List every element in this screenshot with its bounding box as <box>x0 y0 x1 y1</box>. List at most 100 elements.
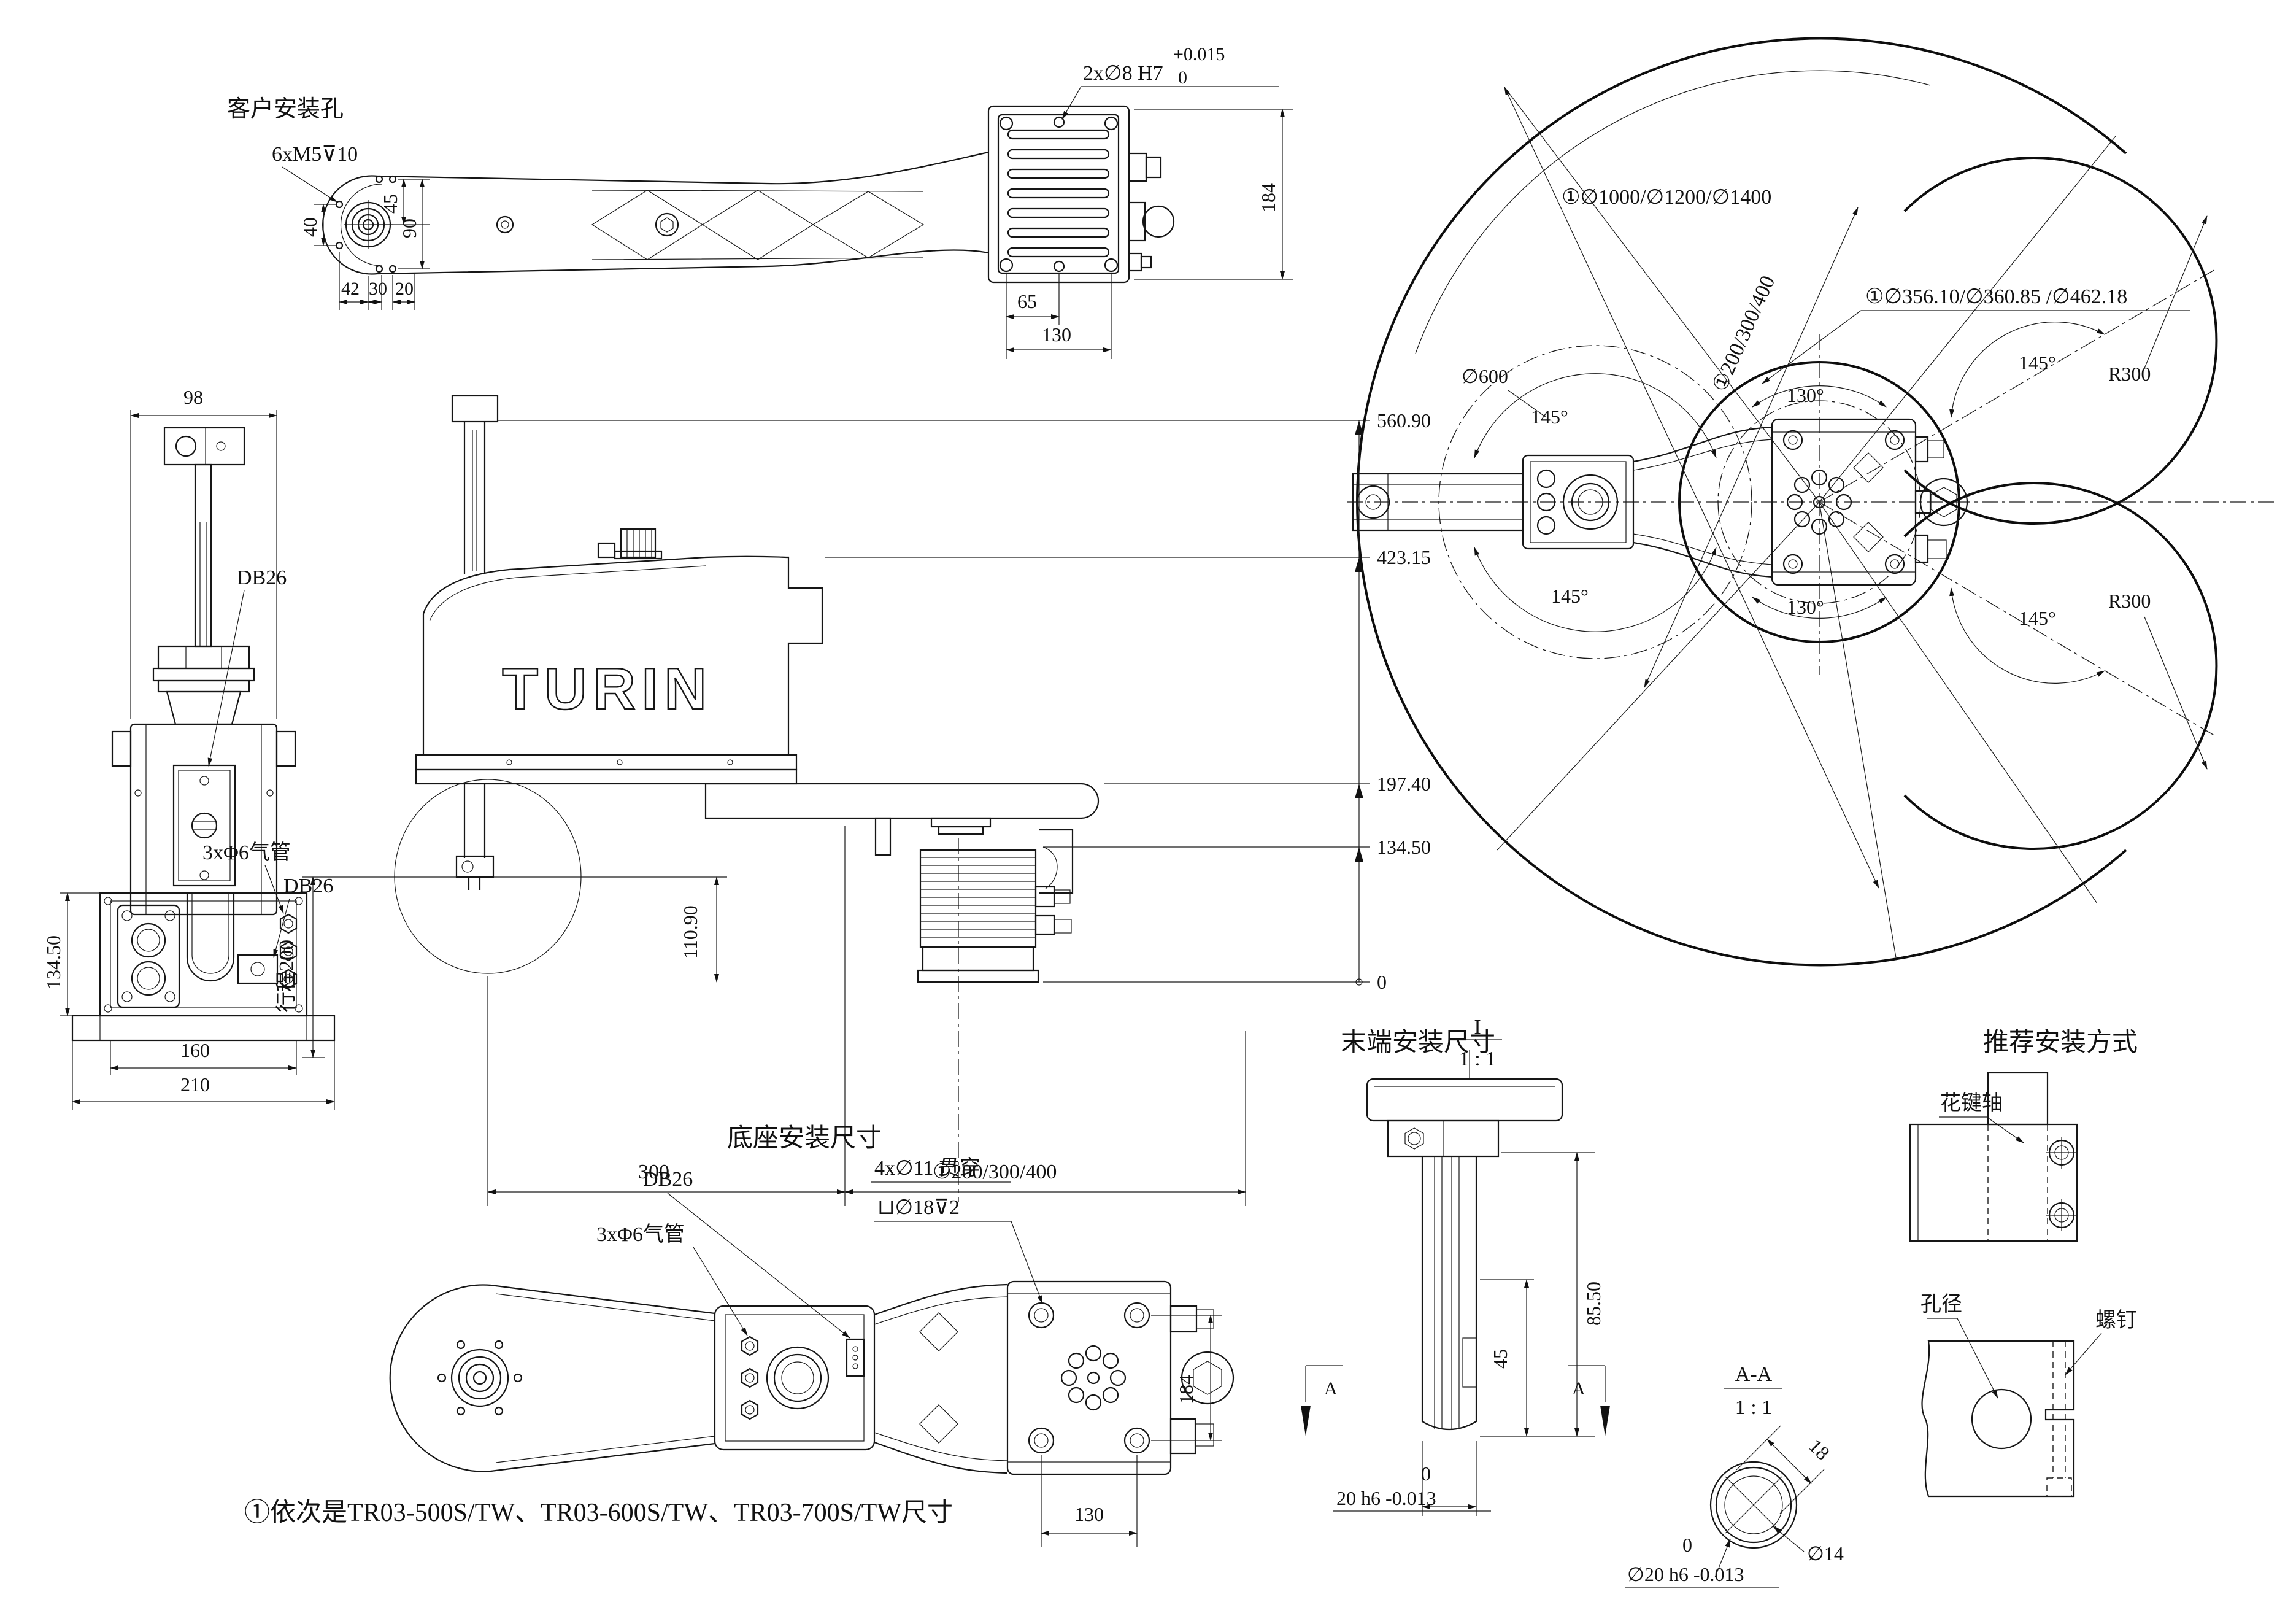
brand-logo: TURIN <box>502 656 712 722</box>
dim-45: 45 <box>379 194 401 214</box>
hole-leader <box>1061 86 1279 120</box>
envelope-lower-lobe <box>1903 482 2218 850</box>
height-dims: 560.90 423.15 197.40 134.50 0 <box>498 409 1431 993</box>
dim-link1-front: ①200/300/400 <box>933 1161 1057 1183</box>
install-clamp-lower <box>1921 1340 2075 1498</box>
dim-42: 42 <box>341 279 360 299</box>
link1-label: ①200/300/400 <box>1708 273 1779 395</box>
dim-40: 40 <box>299 217 321 237</box>
angle-145-bottom-right: 145° <box>2019 607 2056 629</box>
section-marker-a-right: A <box>1572 1378 1585 1399</box>
detail-circle-I <box>394 779 582 974</box>
hole-callout: 2x∅8 H7 <box>1083 62 1163 85</box>
detail-scale: 1 : 1 <box>1459 1048 1496 1070</box>
dim-98: 98 <box>183 386 203 408</box>
dim-423-15: 423.15 <box>1377 546 1431 568</box>
section-scale: 1 : 1 <box>1735 1396 1772 1419</box>
workspace-robot <box>1352 418 1968 586</box>
dim-65: 65 <box>1017 290 1037 312</box>
dim-18: 18 <box>1805 1434 1834 1464</box>
flange-holes <box>999 116 1119 273</box>
side-base <box>71 892 336 1042</box>
bottom-hub <box>437 1340 523 1416</box>
arm-hub <box>335 175 397 273</box>
dim-dia20: ∅20 h6 -0.013 <box>1627 1563 1744 1585</box>
shaft-top-block <box>451 395 499 423</box>
view-install: 推荐安装方式 花键轴 孔径 螺钉 <box>1909 1029 2138 1498</box>
section-markers: A A <box>1301 1365 1610 1436</box>
air-tube-label-bottom: 3xΦ6气管 <box>596 1223 685 1246</box>
dim-210: 210 <box>180 1073 210 1096</box>
dim-30: 30 <box>369 279 387 299</box>
clamp-bore <box>1971 1388 2032 1450</box>
envelope-upper-lobe <box>1903 157 2218 525</box>
arm-lattice <box>591 190 925 260</box>
tolerance-lower: 0 <box>1178 68 1187 88</box>
view-arm-top: 客户安装孔 6xM5⊽10 40 <box>227 96 989 310</box>
angle-130-top: 130° <box>1787 384 1824 406</box>
dim-90: 90 <box>398 218 420 238</box>
dim-20-tol0: 0 <box>1421 1463 1431 1485</box>
screw-label: 螺钉 <box>2095 1309 2137 1332</box>
air-tube-label-side: 3xΦ6气管 <box>202 841 291 864</box>
detail-id: I <box>1474 1016 1481 1038</box>
dim-85-50: 85.50 <box>1582 1282 1605 1326</box>
angle-145-bottom-left: 145° <box>1551 585 1589 607</box>
db26-lower-label: DB26 <box>283 875 333 897</box>
dim-110-90: 110.90 <box>679 905 701 959</box>
flange-dims: 65 130 184 <box>1006 109 1293 359</box>
side-body <box>129 723 278 916</box>
base-view-title: 底座安装尺寸 <box>727 1124 882 1153</box>
link1-plate <box>704 783 1100 819</box>
dim-134-50-front: 134.50 <box>1377 836 1431 858</box>
dim-0: 0 <box>1377 971 1387 993</box>
hole-dia-label: 孔径 <box>1920 1293 1962 1316</box>
dim-184: 184 <box>1257 183 1279 212</box>
dim-160: 160 <box>180 1039 210 1061</box>
db26-label-bottom: DB26 <box>643 1168 693 1191</box>
top-fittings <box>597 528 663 560</box>
r300-top-label: R300 <box>2108 363 2151 385</box>
drawing-footnote: ①依次是TR03-500S/TW、TR03-600S/TW、TR03-700S/… <box>244 1499 953 1527</box>
body-outline <box>422 555 823 756</box>
spline-shaft-label: 花键轴 <box>1940 1091 2003 1115</box>
dim-560-90: 560.90 <box>1377 409 1431 431</box>
holes-callout: 4x∅11 贯穿 <box>874 1156 980 1180</box>
section-shaft-outer <box>1709 1461 1798 1549</box>
end-mount-dims: 85.50 45 0 20 h6 -0.013 <box>1333 1152 1605 1516</box>
bottom-bolt-circle <box>1060 1345 1127 1411</box>
thread-leader <box>282 166 337 203</box>
install-clamp-upper <box>1909 1123 2078 1242</box>
dim-300: 300 <box>638 1161 669 1183</box>
bottom-dims: 130 184 <box>1041 1315 1222 1547</box>
dim-130: 130 <box>1042 323 1071 346</box>
base-corner-holes <box>1028 1302 1150 1454</box>
view-flange-top: 2x∅8 H7 +0.015 0 65 130 184 <box>987 44 1293 359</box>
angle-145-top-left: 145° <box>1531 406 1568 428</box>
section-title: A-A <box>1735 1363 1773 1386</box>
side-dims-98: 98 <box>130 386 277 719</box>
hex-screw <box>660 217 674 233</box>
dim-134-50-side: 134.50 <box>42 935 64 989</box>
counterbore-callout: ⊔∅18⊽2 <box>877 1196 960 1219</box>
dim-184-bottom: 184 <box>1175 1375 1197 1404</box>
view-base-bottom: 底座安装尺寸 DB26 3xΦ6气管 4x∅11 贯穿 ⊔∅18⊽2 <box>389 1124 1235 1547</box>
arm-top-title: 客户安装孔 <box>227 96 344 122</box>
dia-600-label: ∅600 <box>1462 365 1508 387</box>
dim-197-40: 197.40 <box>1377 773 1431 795</box>
dia20-tol0: 0 <box>1682 1534 1692 1556</box>
view-side: 98 DB26 <box>42 386 336 1110</box>
view-section-aa: A-A 1 : 1 18 ∅14 0 ∅20 h6 -0.013 <box>1625 1363 1844 1588</box>
thread-callout: 6xM5⊽10 <box>272 143 358 166</box>
dim-20h6: 20 h6 -0.013 <box>1336 1487 1436 1509</box>
side-connectors <box>1128 152 1175 272</box>
view-front: TURIN <box>275 395 1431 1206</box>
view-end-mount: 末端安装尺寸 I 1 : 1 85.50 45 0 20 h6 -0.013 <box>1301 1016 1610 1516</box>
side-panel <box>172 764 236 887</box>
view-workspace: ①∅1000/∅1200/∅1400 ①200/300/400 ①∅356.10… <box>1347 37 2276 967</box>
bottom-base-plate <box>1006 1280 1172 1475</box>
front-lower-dims: 行程200 110.90 300 ①200/300/400 <box>275 826 1246 1206</box>
arm-bottom-edge <box>377 249 989 275</box>
dim-130-bottom: 130 <box>1074 1503 1104 1525</box>
